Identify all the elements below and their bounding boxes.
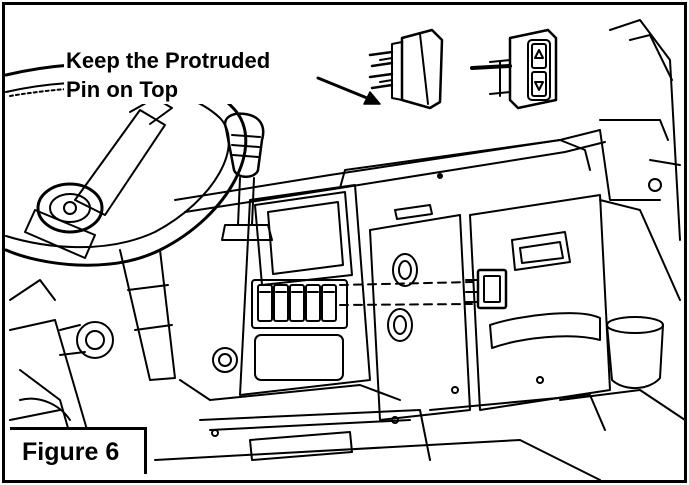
lower-console — [154, 379, 606, 481]
left-lower-cab — [9, 319, 91, 441]
center-knobs — [369, 214, 471, 421]
switch-panel — [212, 279, 348, 381]
callout-text: Keep the Protruded Pin on Top — [64, 46, 273, 104]
center-display — [239, 184, 371, 396]
right-pillar — [559, 19, 686, 421]
glove-box — [451, 194, 611, 411]
alignment-lines — [339, 281, 473, 306]
callout-line-2: Pin on Top — [66, 77, 179, 102]
switch-inset-front — [470, 28, 558, 110]
gear-shifter — [221, 112, 273, 241]
steering-column — [9, 249, 176, 471]
target-switch — [465, 268, 508, 310]
callout-arrow — [316, 76, 381, 105]
dashboard-top — [174, 119, 669, 220]
callout-line-1: Keep the Protruded — [66, 48, 271, 73]
switch-inset-side — [368, 28, 444, 110]
figure-label: Figure 6 — [10, 427, 147, 474]
